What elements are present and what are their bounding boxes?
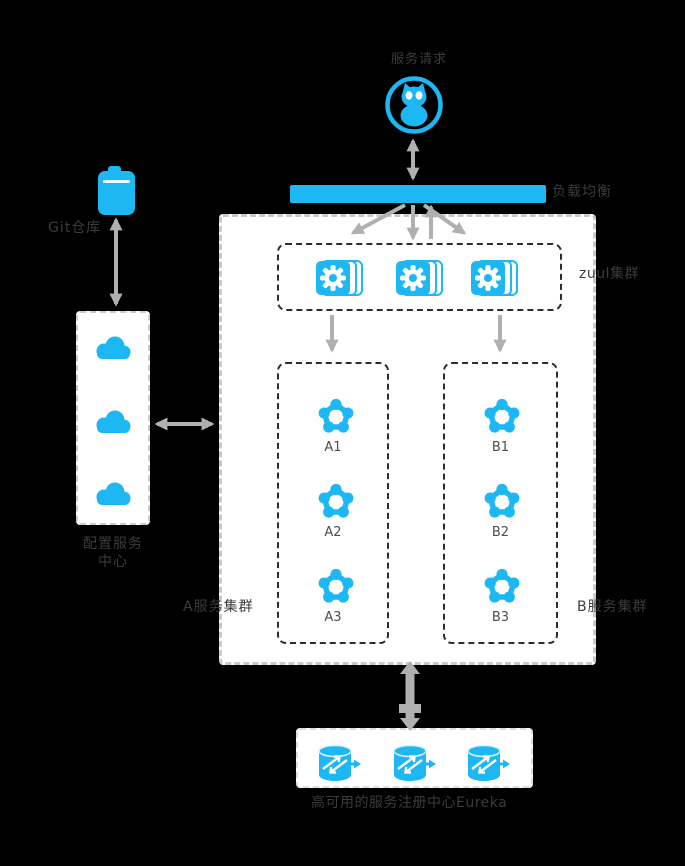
node-label: A3 (324, 610, 342, 625)
service-node-icon (318, 483, 354, 518)
cluster-b-box (443, 362, 558, 644)
gear-icon (396, 260, 443, 296)
node-label: A2 (324, 525, 342, 540)
gear-icon (316, 260, 363, 296)
load-balancer-bar (290, 185, 546, 203)
service-node-icon (318, 568, 354, 603)
database-sync-icon (393, 744, 436, 781)
config-center-label-line1: 配置服务 (83, 536, 143, 552)
connector-services-to-eureka (399, 661, 421, 731)
cluster-a-box (277, 362, 389, 644)
cluster-b-label: B服务集群 (577, 599, 648, 615)
request-label: 服务请求 (391, 52, 448, 67)
database-sync-icon (318, 744, 361, 781)
service-node-icon (484, 398, 520, 433)
node-label: B1 (491, 440, 510, 455)
node-label: B2 (491, 525, 510, 540)
node-label: B3 (491, 610, 510, 625)
git-repo-label: Git仓库 (48, 220, 102, 236)
load-balancer-label: 负载均衡 (552, 184, 612, 200)
database-sync-icon (467, 744, 510, 781)
git-repo-icon (98, 166, 135, 215)
service-node-icon (484, 568, 520, 603)
gear-icon (471, 260, 518, 296)
node-label: A1 (324, 440, 342, 455)
cloud-icon (96, 336, 131, 359)
cloud-icon (96, 482, 131, 505)
service-node-icon (484, 483, 520, 518)
zuul-cluster-box (277, 243, 562, 311)
eureka-label: 高可用的服务注册中心Eureka (311, 795, 508, 811)
config-center-label-line2: 中心 (98, 554, 128, 570)
service-node-icon (318, 398, 354, 433)
zuul-cluster-label: zuul集群 (579, 266, 639, 282)
user-icon (385, 76, 443, 134)
cluster-a-label: A服务集群 (183, 599, 254, 615)
cloud-icon (96, 410, 131, 433)
